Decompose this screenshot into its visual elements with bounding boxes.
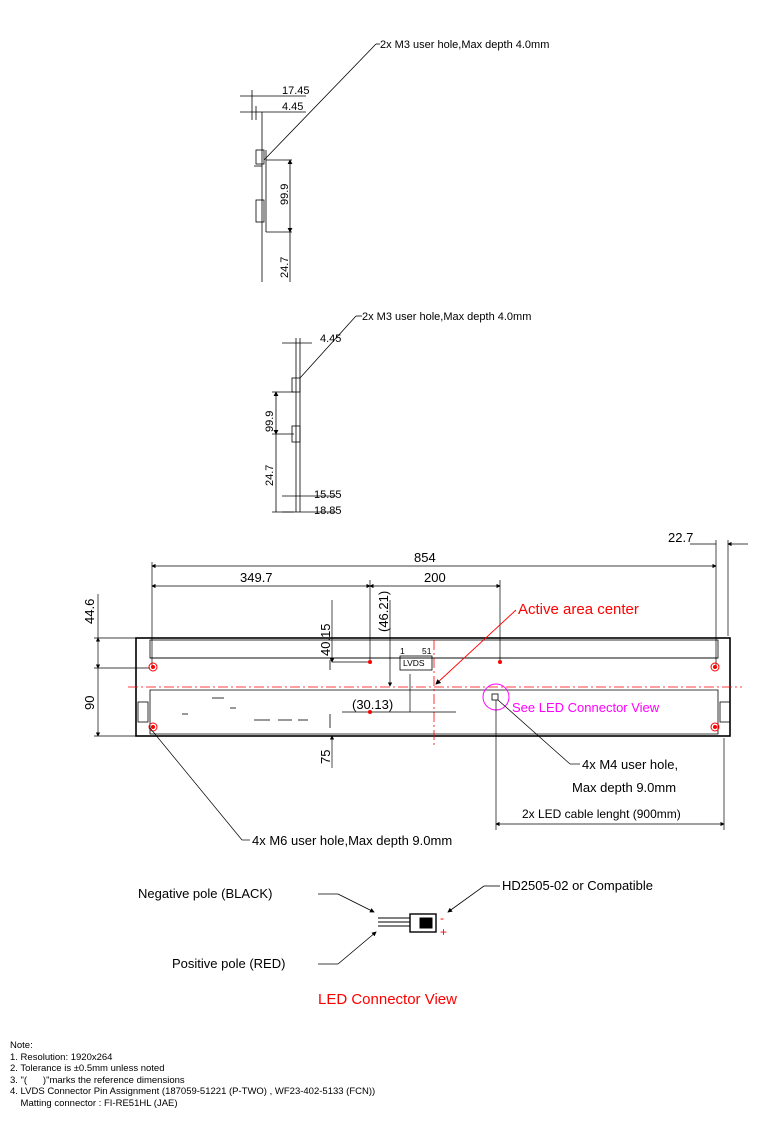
lvds-pin-1: 1 xyxy=(400,646,405,656)
notes-heading: Note: xyxy=(10,1040,33,1051)
dim-30-13: (30.13) xyxy=(352,697,393,712)
m4-label-line2: Max depth 9.0mm xyxy=(572,780,676,795)
see-led-label: See LED Connector View xyxy=(512,700,660,715)
dim-22-7: 22.7 xyxy=(668,530,693,545)
front-view xyxy=(94,540,748,841)
dim-24-7-bottom: 24.7 xyxy=(264,465,276,486)
lvds-label: LVDS xyxy=(403,658,425,668)
dim-99-9-top: 99.9 xyxy=(279,184,291,205)
negative-pole-label: Negative pole (BLACK) xyxy=(138,886,272,901)
active-area-label: Active area center xyxy=(518,601,639,618)
dim-17-45: 17.45 xyxy=(282,85,310,97)
notes-block: Note: 1. Resolution: 1920x264 2. Toleran… xyxy=(10,1040,375,1109)
side-view-top xyxy=(240,43,380,282)
note-item: 3. "( )"marks the reference dimensions xyxy=(10,1074,185,1086)
m6-hole-bottom-left xyxy=(148,722,158,732)
dim-15-55: 15.55 xyxy=(314,489,342,501)
minus-sign: - xyxy=(440,911,444,925)
cable-label: 2x LED cable lenght (900mm) xyxy=(522,807,681,821)
side-bottom-callout: 2x M3 user hole,Max depth 4.0mm xyxy=(362,311,531,323)
plus-sign: + xyxy=(440,925,447,939)
dim-46-21: (46.21) xyxy=(376,591,391,632)
dim-4-45-bottom: 4.45 xyxy=(320,333,341,345)
dim-75: 75 xyxy=(318,750,333,764)
side-top-callout: 2x M3 user hole,Max depth 4.0mm xyxy=(380,39,549,51)
m6-label: 4x M6 user hole,Max depth 9.0mm xyxy=(252,833,452,848)
positive-pole-label: Positive pole (RED) xyxy=(172,956,285,971)
side-view-bottom xyxy=(272,315,362,513)
dim-200: 200 xyxy=(424,570,446,585)
led-connector-title: LED Connector View xyxy=(318,991,457,1008)
m6-hole-top-left xyxy=(148,662,158,672)
dim-4-45-top: 4.45 xyxy=(282,101,303,113)
m4-label-line1: 4x M4 user hole, xyxy=(582,757,678,772)
m6-hole-bottom-right xyxy=(710,722,720,732)
note-item: Matting connector : FI-RE51HL (JAE) xyxy=(10,1097,178,1109)
dim-99-9-bottom: 99.9 xyxy=(264,411,276,432)
note-item: 1. Resolution: 1920x264 xyxy=(10,1051,113,1063)
dim-40-15: 40.15 xyxy=(318,623,333,656)
dim-854: 854 xyxy=(414,550,436,565)
note-item: 2. Tolerance is ±0.5mm unless noted xyxy=(10,1063,165,1074)
dim-349-7: 349.7 xyxy=(240,570,273,585)
dim-24-7-top: 24.7 xyxy=(279,257,291,278)
led-connector-drawing xyxy=(318,885,500,965)
lvds-pin-51: 51 xyxy=(422,646,432,656)
m6-hole-top-right xyxy=(710,662,720,672)
dim-18-85: 18.85 xyxy=(314,505,342,517)
part-label: HD2505-02 or Compatible xyxy=(502,878,653,893)
dim-90: 90 xyxy=(82,696,97,710)
note-item: 4. LVDS Connector Pin Assignment (187059… xyxy=(10,1086,376,1097)
dim-44-6: 44.6 xyxy=(82,599,97,624)
